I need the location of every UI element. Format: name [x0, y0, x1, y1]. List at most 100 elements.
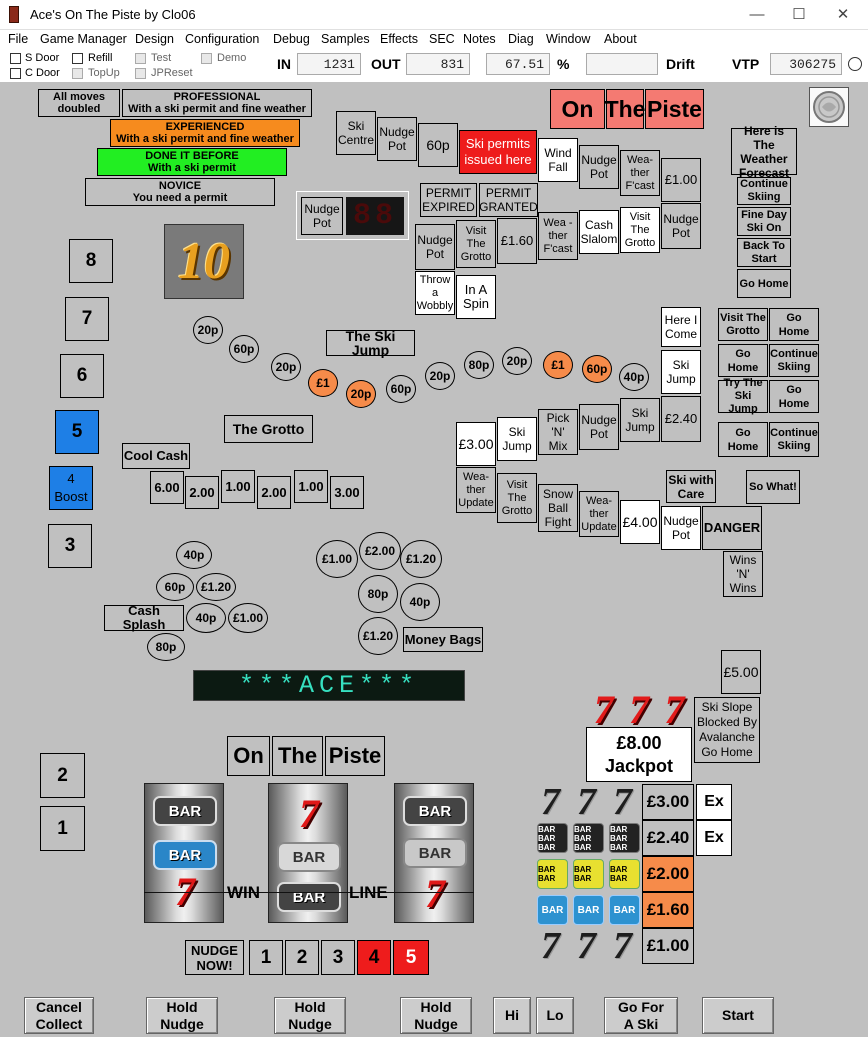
money-bags-label: Money Bags [403, 627, 483, 652]
topup-checkbox[interactable] [72, 68, 83, 79]
menu-design[interactable]: Design [135, 32, 174, 46]
ski-jump-coin: 60p [582, 355, 612, 383]
hold-nudge-button[interactable]: Hold Nudge [146, 997, 218, 1034]
paytable-value: £2.40 [642, 820, 694, 856]
ski-jump-label: The Ski Jump [326, 329, 415, 357]
bar-icon: BAR BAR [573, 859, 604, 889]
line-label: LINE [349, 883, 388, 902]
menu-samples[interactable]: Samples [321, 32, 370, 46]
close-button[interactable]: ✕ [836, 6, 850, 23]
ladder-step-boost: 4 Boost [49, 466, 93, 510]
menu-window[interactable]: Window [546, 32, 591, 46]
coin-logo [809, 87, 849, 127]
wind-fall-tile: Wind Fall [538, 138, 578, 182]
bar-icon: BAR [573, 895, 604, 925]
cool-cash-value: 1.00 [221, 470, 255, 503]
cash-splash-coin: 80p [147, 633, 185, 661]
one-sixty-tile: £1.60 [497, 218, 537, 264]
lo-button[interactable]: Lo [536, 997, 574, 1034]
nudge-digit: 3 [321, 940, 355, 975]
hold-nudge-button[interactable]: Hold Nudge [274, 997, 346, 1034]
cash-splash-coin: £1.20 [196, 573, 236, 601]
go-home-tile: Go Home [769, 308, 819, 341]
paytable-value: £1.00 [642, 928, 694, 964]
hi-button[interactable]: Hi [493, 997, 531, 1034]
c-door-checkbox[interactable] [10, 68, 21, 79]
seven-icon: 7 [593, 686, 614, 732]
bar-icon: BAR [609, 895, 640, 925]
title-bar: Ace's On The Piste by Clo06 — ☐ ✕ [0, 0, 868, 30]
start-button[interactable]: Start [702, 997, 774, 1034]
vtp-field[interactable]: 306275 [770, 53, 842, 75]
percentage-field[interactable]: 67.51 [486, 53, 550, 75]
ten-logo-text: 10 [178, 233, 230, 290]
minimize-button[interactable]: — [749, 6, 765, 23]
ski-jump-tile: Ski Jump [661, 350, 701, 394]
ski-with-care-tile: Ski with Care [666, 470, 716, 503]
demo-checkbox[interactable] [201, 53, 212, 64]
drift-field[interactable] [586, 53, 658, 75]
menu-effects[interactable]: Effects [380, 32, 418, 46]
seven-icon: 7 [664, 686, 685, 732]
menu-sec[interactable]: SEC [429, 32, 455, 46]
visit-grotto-tile: Visit The Grotto [718, 308, 768, 341]
maximize-button[interactable]: ☐ [792, 6, 806, 23]
money-bags-coin: 40p [400, 583, 440, 621]
cancel-collect-button[interactable]: Cancel Collect [24, 997, 94, 1034]
reel-title-the: The [272, 736, 323, 776]
menu-diag[interactable]: Diag [508, 32, 534, 46]
bar-icon: BAR BAR [609, 859, 640, 889]
test-checkbox[interactable] [135, 53, 146, 64]
hold-nudge-button[interactable]: Hold Nudge [400, 997, 472, 1034]
seven-icon: 7 [577, 925, 596, 967]
jackpot-panel: £8.00 Jackpot [586, 727, 692, 782]
bar-icon: BAR [537, 895, 568, 925]
menu-notes[interactable]: Notes [463, 32, 496, 46]
level-novice: NOVICE You need a permit [85, 178, 275, 206]
ski-jump-tile: Ski Jump [620, 398, 660, 442]
bar-icon: BAR BAR BAR [609, 823, 640, 853]
in-field[interactable]: 1231 [297, 53, 361, 75]
ski-jump-coin: 20p [346, 380, 376, 408]
jpreset-checkbox[interactable] [135, 68, 146, 79]
jpreset-label: JPReset [151, 67, 193, 79]
throw-a-wobbly-tile: Throw a Wobbly [415, 271, 455, 315]
s-door-checkbox[interactable] [10, 53, 21, 64]
paytable-symbols-row: BAR BAR BAR BAR BAR BAR BAR BAR BAR [534, 820, 642, 856]
jackpot-amount: £8.00 [616, 732, 662, 753]
seven-symbol: 7 [299, 790, 319, 836]
ski-jump-coin: 20p [271, 353, 301, 381]
menu-game-manager[interactable]: Game Manager [40, 32, 127, 46]
reel-middle: 7 BAR BAR [268, 783, 348, 923]
money-bags-coin: 80p [358, 575, 398, 613]
reel-right: BAR BAR 7 [394, 783, 474, 923]
nudge-pot-tile: Nudge Pot [661, 203, 701, 249]
nudge-digit-display: 88 [346, 197, 404, 235]
drift-label: Drift [666, 56, 695, 72]
continue-skiing-tile: Continue Skiing [769, 344, 819, 377]
cool-cash-value: 2.00 [185, 476, 219, 509]
menu-about[interactable]: About [604, 32, 637, 46]
menu-debug[interactable]: Debug [273, 32, 310, 46]
vtp-label: VTP [732, 56, 760, 72]
refill-checkbox[interactable] [72, 53, 83, 64]
weather-update-tile: Wea- ther Update [579, 491, 619, 537]
status-circle-icon[interactable] [848, 57, 862, 71]
bar-symbol: BAR [277, 842, 341, 872]
nudge-digit: 1 [249, 940, 283, 975]
ski-jump-coin: 20p [425, 362, 455, 390]
out-field[interactable]: 831 [406, 53, 470, 75]
menu-configuration[interactable]: Configuration [185, 32, 260, 46]
ladder-step-5: 5 [55, 410, 99, 454]
ladder-step-8: 8 [69, 239, 113, 283]
menu-file[interactable]: File [8, 32, 29, 46]
demo-label: Demo [217, 52, 247, 64]
in-label: IN [277, 56, 291, 72]
ski-centre-tile: Ski Centre [336, 111, 376, 155]
ski-jump-coin: 40p [619, 363, 649, 391]
test-label: Test [151, 52, 172, 64]
ski-permits-tile: Ski permits issued here [459, 130, 537, 174]
win-label: WIN [227, 883, 261, 902]
nudge-now-label: NUDGE NOW! [185, 940, 244, 975]
go-for-a-ski-button[interactable]: Go For A Ski [604, 997, 678, 1034]
